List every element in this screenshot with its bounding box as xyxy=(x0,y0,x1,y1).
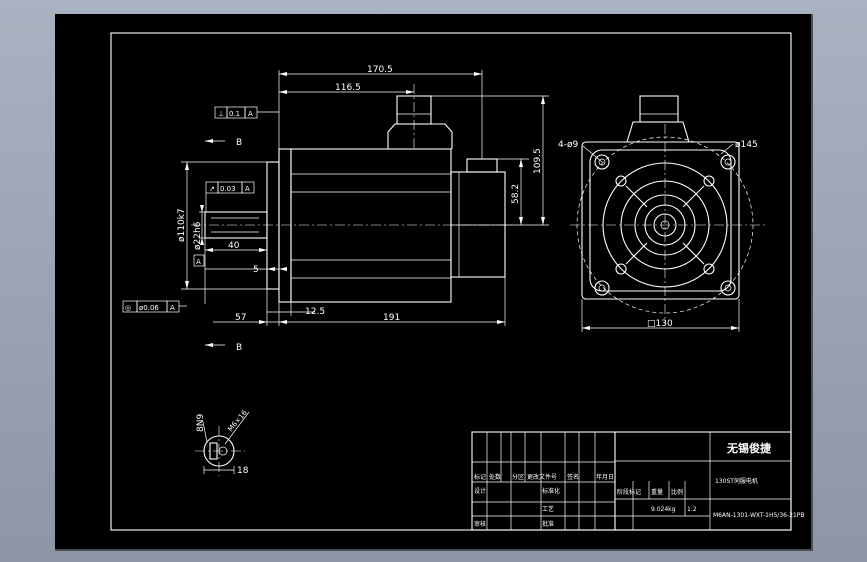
dim-height-encoder: 58.2 xyxy=(511,184,521,204)
tb-mass: 9.024kg xyxy=(651,506,676,513)
drawing-border xyxy=(110,32,792,531)
tb-label-change: 更改文件号 xyxy=(527,473,557,481)
engineering-drawing: 170.5 116.5 109.5 58.2 ø110k7 ø22h6 xyxy=(110,32,805,531)
tb-label-stage: 阶段标记 xyxy=(617,488,641,496)
gdt-runout: ↗ 0.03 A xyxy=(205,181,255,212)
dim-height-total: 109.5 xyxy=(533,148,543,174)
section-b-top: B xyxy=(236,138,242,148)
tb-label-design: 设计 xyxy=(474,487,486,495)
gdt-runout-datum: A xyxy=(245,185,250,193)
side-view: 170.5 116.5 109.5 58.2 ø110k7 ø22h6 xyxy=(122,65,549,353)
dim-depth: 18 xyxy=(237,466,249,476)
gdt-perp-value: 0.1 xyxy=(229,110,240,118)
tb-label-check: 审核 xyxy=(474,520,486,528)
gdt-perp-datum: A xyxy=(248,110,253,118)
dim-flange-width: □130 xyxy=(647,319,673,329)
tb-label-date: 年月日 xyxy=(596,473,614,481)
dim-shaft-step: 5 xyxy=(253,265,259,275)
dim-bolt-circle: ø145 xyxy=(735,140,758,150)
mounting-holes xyxy=(594,154,736,296)
tb-label-process: 工艺 xyxy=(542,505,554,513)
section-b-bottom: B xyxy=(236,343,242,353)
dim-body-length: 191 xyxy=(383,313,400,323)
datum-a-label: A xyxy=(196,258,201,266)
tb-label-standard: 标准化 xyxy=(542,487,560,495)
tb-scale-value: 1:2 xyxy=(687,506,697,513)
gdt-conc-value: ø0.06 xyxy=(139,304,159,312)
tb-label-weight: 重量 xyxy=(651,488,663,496)
title-block: 标记 处数 分区 更改文件号 签名 年月日 设计 标准化 审核 工艺 批准 阶段… xyxy=(471,431,805,531)
dim-shaft-length: 40 xyxy=(228,241,240,251)
section-b-b: 8N9 M6×16 18 xyxy=(195,408,250,476)
tb-company: 无锡俊捷 xyxy=(726,441,772,455)
gdt-conc-symbol: ◎ xyxy=(125,304,131,312)
dim-holes: 4-ø9 xyxy=(558,140,578,150)
front-view: 4-ø9 ø145 □130 xyxy=(558,95,765,332)
dim-length-to-connector: 116.5 xyxy=(335,83,361,93)
tb-label-zone: 分区 xyxy=(512,473,524,481)
gdt-runout-symbol: ↗ xyxy=(209,185,215,193)
tb-part-name: 130ST伺服电机 xyxy=(715,477,758,485)
dim-thread: M6×16 xyxy=(226,408,249,433)
dim-pilot-length: 57 xyxy=(235,313,246,323)
gdt-concentricity: ◎ ø0.06 A xyxy=(122,300,187,313)
gdt-runout-value: 0.03 xyxy=(220,185,236,193)
dim-flange-offset: 12.5 xyxy=(305,307,325,317)
dim-pilot-diameter: ø110k7 xyxy=(177,208,187,242)
dim-overall-length: 170.5 xyxy=(367,65,393,75)
dim-shaft-diameter: ø22h6 xyxy=(193,221,203,250)
dim-key-height: 8N9 xyxy=(196,414,206,432)
tb-label-approve: 批准 xyxy=(542,520,554,528)
tb-label-mark: 标记 xyxy=(474,473,486,481)
cad-viewport[interactable]: 170.5 116.5 109.5 58.2 ø110k7 ø22h6 xyxy=(55,14,813,551)
tb-label-scale: 比例 xyxy=(671,488,683,496)
gdt-perpendicularity: ⊥ 0.1 A xyxy=(214,106,279,119)
tb-label-sign: 签名 xyxy=(567,473,579,481)
tb-model: M6AN-1301-WXT-1H5/36-21PB xyxy=(713,512,805,519)
gdt-perp-symbol: ⊥ xyxy=(218,110,224,118)
tb-label-count: 处数 xyxy=(489,473,501,481)
gdt-conc-datum: A xyxy=(170,304,175,312)
